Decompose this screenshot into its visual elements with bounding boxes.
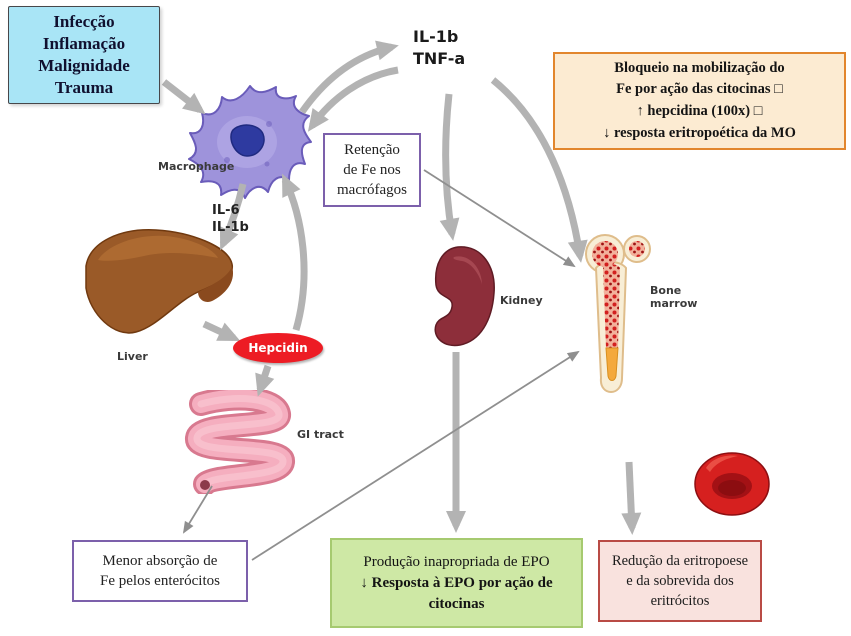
il6-il1b-label: IL-6 IL-1b bbox=[212, 203, 249, 235]
macrophage-illustration bbox=[188, 85, 312, 199]
arrow-absorption-to-bone-marrow bbox=[251, 350, 580, 561]
kidney-illustration bbox=[434, 246, 495, 347]
gi-tract-label: GI tract bbox=[297, 428, 344, 441]
cytokine-blockade-text: Bloqueio na mobilização do Fe por ação d… bbox=[603, 59, 796, 141]
arrow-macrophage-to-cytokines bbox=[299, 40, 399, 115]
cytokines-label: IL-1b TNF-a bbox=[413, 27, 466, 68]
arrow-hepcidin-to-gi-tract bbox=[255, 364, 275, 397]
arrow-macrophage-to-liver bbox=[219, 183, 247, 251]
bone-marrow-illustration bbox=[585, 234, 651, 394]
liver-illustration bbox=[85, 229, 234, 334]
liver-label: Liver bbox=[117, 350, 148, 363]
iron-absorption-box: Menor absorção de Fe pelos enterócitos bbox=[72, 540, 248, 602]
arrow-cytokines-to-bone-marrow bbox=[490, 77, 588, 263]
arrow-retention-to-bone-marrow bbox=[423, 169, 576, 268]
iron-retention-text: Retenção de Fe nos macrófagos bbox=[337, 141, 407, 199]
trigger-box-text: Infecção Inflamação Malignidade Trauma bbox=[38, 11, 130, 98]
kidney-label: Kidney bbox=[500, 294, 543, 307]
cytokine-blockade-box: Bloqueio na mobilização do Fe por ação d… bbox=[553, 52, 846, 150]
epo-line2: ↓ Resposta à EPO por ação de citocinas bbox=[360, 574, 553, 612]
erythropoiesis-reduction-box: Redução da eritropoese e da sobrevida do… bbox=[598, 540, 762, 622]
erythropoiesis-reduction-text: Redução da eritropoese e da sobrevida do… bbox=[611, 552, 749, 610]
arrow-trigger-to-macrophage bbox=[161, 79, 206, 115]
gi-tract-illustration bbox=[185, 390, 295, 494]
bone-marrow-label: Bone marrow bbox=[650, 284, 698, 310]
arrow-hepcidin-to-macrophage bbox=[281, 173, 308, 331]
arrow-gi-to-absorption-box bbox=[182, 485, 213, 534]
macrophage-label: Macrophage bbox=[158, 160, 235, 173]
hepcidin-label: Hepcidin bbox=[248, 341, 308, 355]
iron-absorption-text: Menor absorção de Fe pelos enterócitos bbox=[100, 552, 220, 589]
arrow-liver-to-hepcidin bbox=[202, 320, 241, 342]
arrow-bone-marrow-to-rbc-box bbox=[621, 461, 642, 535]
epo-line1: Produção inapropriada de EPO bbox=[363, 553, 550, 570]
iron-retention-box: Retenção de Fe nos macrófagos bbox=[323, 133, 421, 207]
trigger-box: Infecção Inflamação Malignidade Trauma bbox=[8, 6, 160, 104]
epo-production-box: Produção inapropriada de EPO ↓ Resposta … bbox=[330, 538, 583, 628]
arrow-cytokines-to-kidney bbox=[439, 93, 460, 241]
red-blood-cell-illustration bbox=[694, 452, 770, 516]
hepcidin-badge: Hepcidin bbox=[233, 333, 323, 363]
arrow-cytokines-to-macrophage bbox=[307, 66, 399, 132]
